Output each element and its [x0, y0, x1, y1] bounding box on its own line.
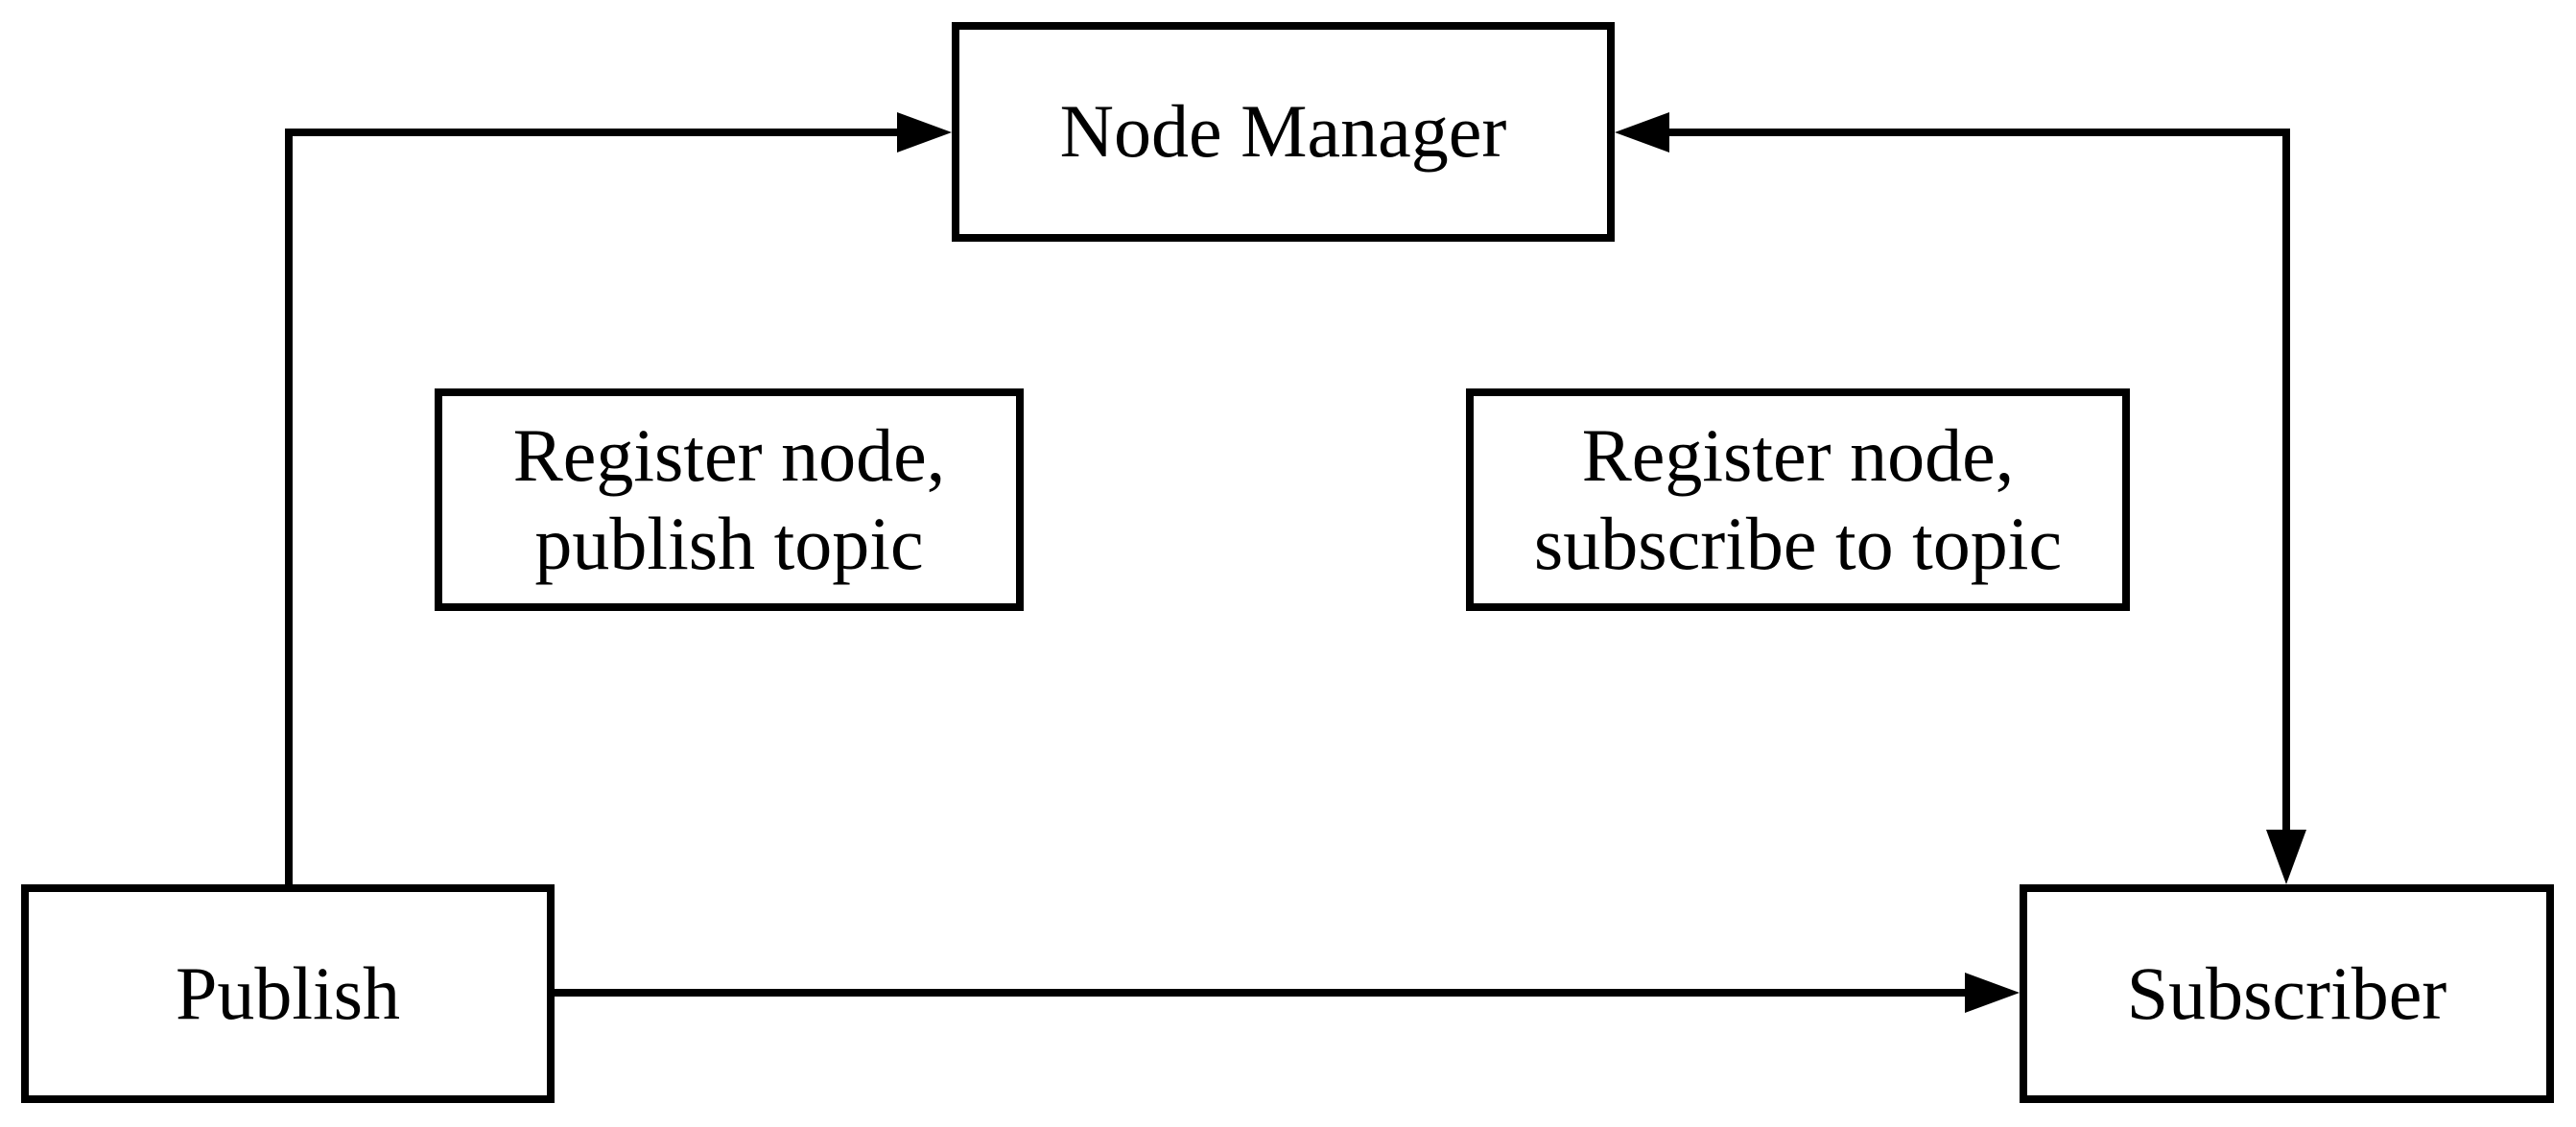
edge-publish-to-node-manager	[285, 129, 897, 884]
arrowhead-into-node-manager-right-icon	[1615, 112, 1669, 153]
arrowhead-into-subscriber-left-icon	[1965, 973, 2020, 1013]
publish-box: Publish	[21, 884, 555, 1103]
register-publish-topic-box: Register node, publish topic	[435, 388, 1024, 611]
subscriber-label: Subscriber	[2126, 951, 2447, 1035]
publish-label: Publish	[175, 951, 401, 1035]
node-manager-box: Node Manager	[952, 22, 1615, 242]
register-subscribe-topic-box: Register node, subscribe to topic	[1466, 388, 2130, 611]
register-publish-line2: publish topic	[534, 502, 924, 585]
node-manager-label: Node Manager	[1059, 89, 1507, 174]
subscriber-box: Subscriber	[2020, 884, 2554, 1103]
edge-node-manager-subscriber	[1669, 129, 2290, 830]
arrowhead-into-subscriber-top-icon	[2266, 830, 2306, 884]
arrowhead-into-node-manager-left-icon	[897, 112, 952, 153]
register-publish-line1: Register node,	[512, 412, 946, 497]
register-subscribe-line2: subscribe to topic	[1533, 502, 2063, 585]
register-subscribe-line1: Register node,	[1581, 412, 2015, 497]
